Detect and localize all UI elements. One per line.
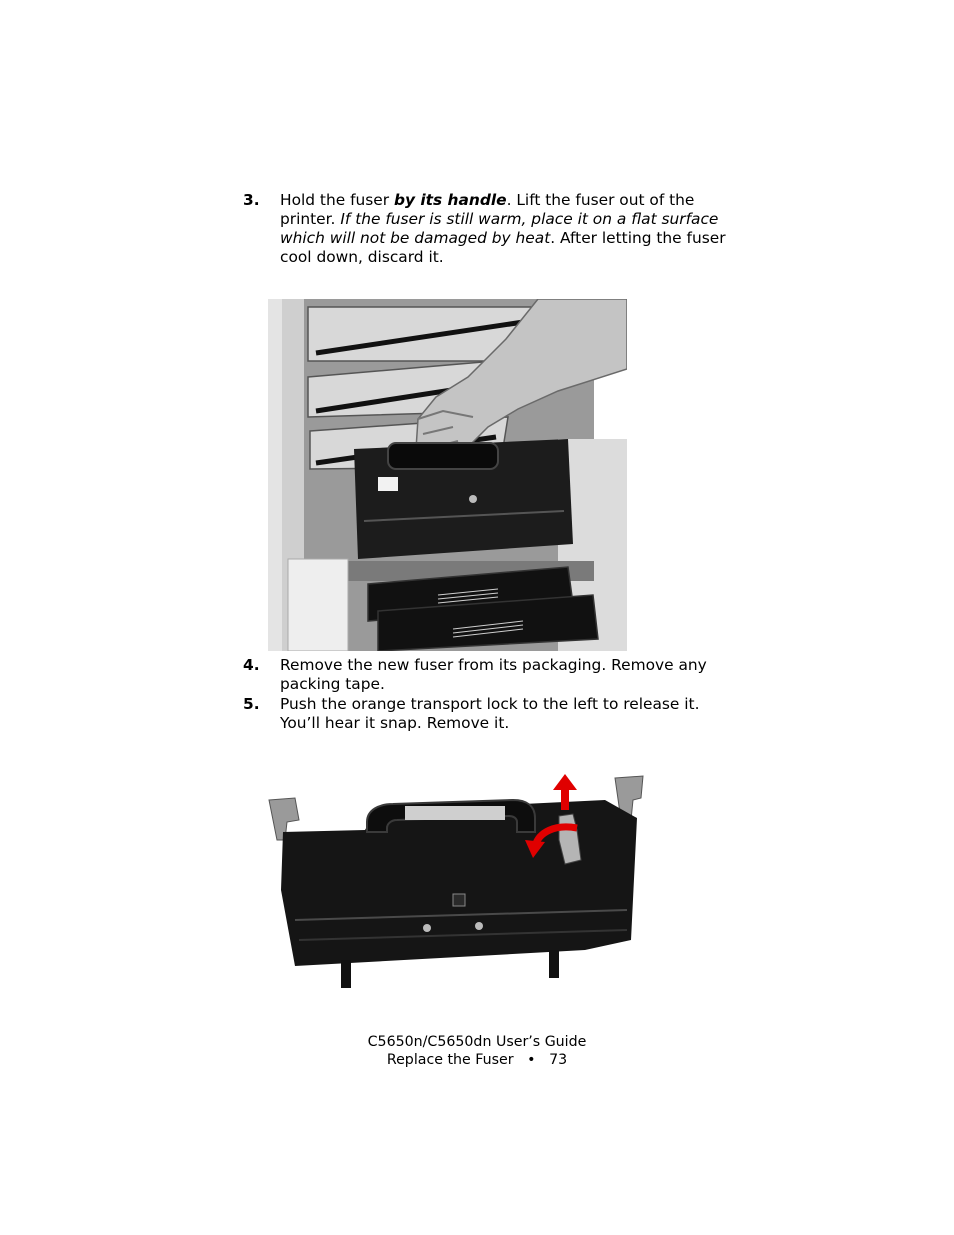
footer-title: C5650n/C5650dn User’s Guide bbox=[367, 1034, 587, 1050]
step-number: 3. bbox=[243, 191, 260, 209]
step-text-italic: If the fuser is still warm, place it on … bbox=[280, 210, 719, 247]
step-text: Push the orange transport lock to the le… bbox=[280, 695, 700, 732]
step-text: Remove the new fuser from its packaging.… bbox=[280, 656, 707, 693]
page-number: 73 bbox=[549, 1052, 568, 1068]
step-text-part: . After letting the fuser cool down, dis… bbox=[280, 229, 726, 266]
footer-bullet: • bbox=[527, 1052, 536, 1068]
new-fuser-photo bbox=[255, 770, 655, 988]
step-text: Hold the fuser by its handle. Lift the f… bbox=[280, 191, 740, 267]
step-number: 4. bbox=[243, 656, 260, 674]
fuser-removal-photo bbox=[268, 299, 627, 651]
step-text-part: . Lift the fuser out of the printer. bbox=[280, 191, 695, 228]
step-text-part: Hold the fuser bbox=[280, 191, 394, 209]
footer-section: Replace the Fuser bbox=[386, 1052, 514, 1068]
footer-page-info: Replace the Fuser • 73 bbox=[277, 1051, 677, 1069]
step-text-emphasis: by its handle bbox=[393, 191, 507, 209]
step-number: 5. bbox=[243, 695, 260, 713]
